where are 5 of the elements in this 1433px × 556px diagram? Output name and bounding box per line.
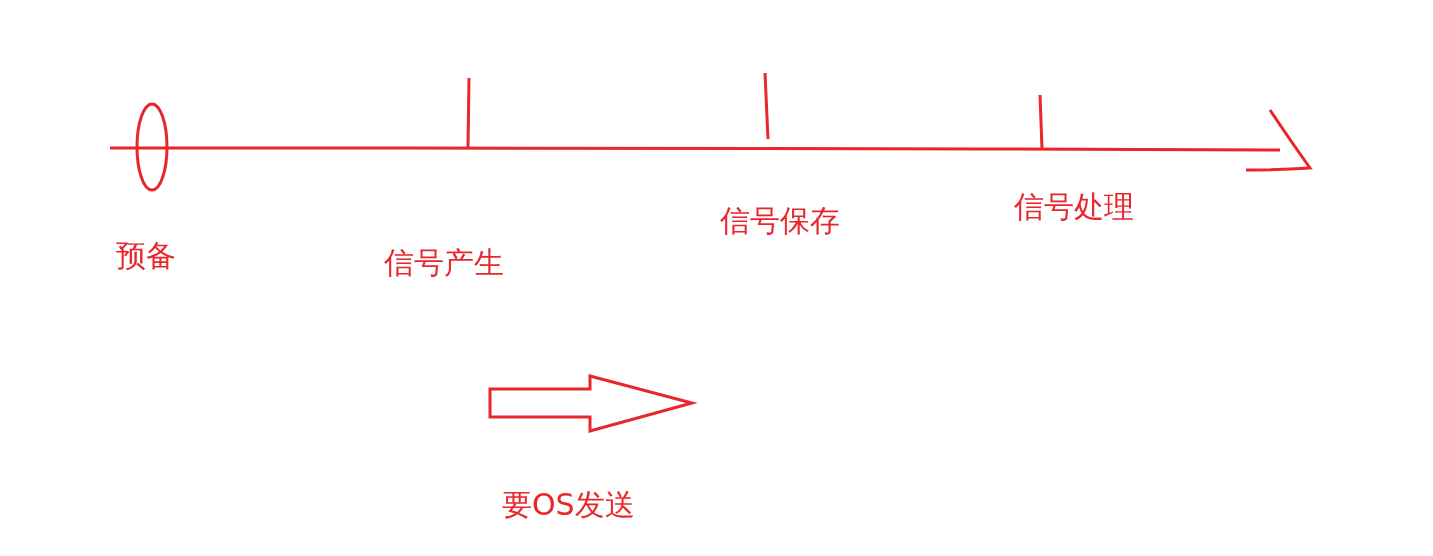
timeline-label: 信号产生 bbox=[384, 245, 504, 281]
timeline-label: 预备 bbox=[116, 238, 176, 274]
timeline-label: 信号保存 bbox=[720, 203, 840, 239]
timeline-label: 信号处理 bbox=[1014, 189, 1134, 225]
arrow-label: 要OS发送 bbox=[502, 487, 635, 523]
